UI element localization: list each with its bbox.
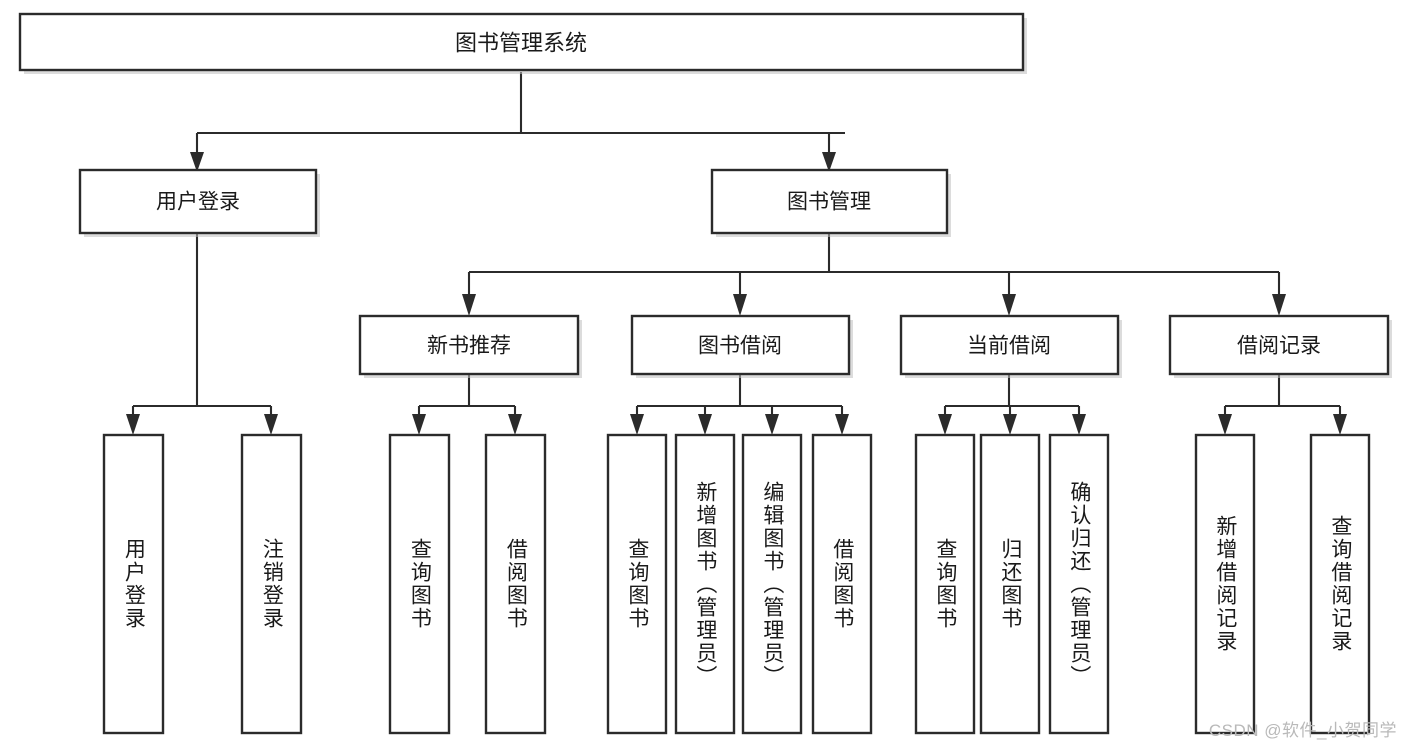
node-leaf-query-book-2-box[interactable] [606, 433, 668, 735]
arrow-leaf-edit-book [765, 414, 779, 435]
arrow-leaf-user-login [126, 414, 140, 435]
arrow-current-borrow [1002, 294, 1016, 316]
node-borrow-record[interactable]: 借阅记录 [1168, 314, 1392, 378]
node-new-book-recommend-label: 新书推荐 [427, 335, 511, 358]
node-book-management[interactable]: 图书管理 [710, 168, 951, 237]
node-book-borrow-box[interactable] [630, 314, 851, 376]
arrow-book-borrow [733, 294, 747, 316]
arrow-leaf-borrow-book-2 [835, 414, 849, 435]
arrow-book-management [822, 152, 836, 172]
node-leaf-edit-book-box[interactable] [741, 433, 803, 735]
node-leaf-query-book-1-box[interactable] [388, 433, 451, 735]
node-borrow-record-label: 借阅记录 [1237, 335, 1321, 358]
node-book-borrow[interactable]: 图书借阅 [630, 314, 853, 378]
node-user-login[interactable]: 用户登录 [78, 168, 320, 237]
arrow-user-login [190, 152, 204, 172]
arrow-leaf-return-book [1003, 414, 1017, 435]
node-current-borrow-box[interactable] [899, 314, 1120, 376]
node-leaf-user-login-box[interactable] [102, 433, 165, 735]
arrow-leaf-confirm-return [1072, 414, 1086, 435]
connector-edges [126, 72, 1347, 435]
arrow-new-book [462, 294, 476, 316]
arrow-leaf-add-record [1218, 414, 1232, 435]
node-leaf-confirm-return-box[interactable] [1048, 433, 1110, 735]
node-root-label: 图书管理系统 [455, 31, 587, 56]
node-user-login-label: 用户登录 [156, 191, 240, 214]
node-new-book-recommend[interactable]: 新书推荐 [358, 314, 582, 378]
node-leaf-logout-box[interactable] [240, 433, 303, 735]
node-leaf-query-book-3-box[interactable] [914, 433, 976, 735]
node-root[interactable]: 图书管理系统 [18, 12, 1027, 74]
node-leaf-return-book-box[interactable] [979, 433, 1041, 735]
node-borrow-record-box[interactable] [1168, 314, 1390, 376]
node-leaf-query-record-box[interactable] [1309, 433, 1371, 735]
arrow-leaf-add-book [698, 414, 712, 435]
node-new-book-recommend-box[interactable] [358, 314, 580, 376]
arrow-leaf-borrow-book-1 [508, 414, 522, 435]
arrow-leaf-query-book-3 [938, 414, 952, 435]
node-current-borrow[interactable]: 当前借阅 [899, 314, 1122, 378]
node-leaf-add-record-box[interactable] [1194, 433, 1256, 735]
arrow-borrow-record [1272, 294, 1286, 316]
node-leaf-add-book-box[interactable] [674, 433, 736, 735]
node-user-login-box[interactable] [78, 168, 318, 235]
node-leaf-borrow-book-1-box[interactable] [484, 433, 547, 735]
node-book-management-box[interactable] [710, 168, 949, 235]
arrow-leaf-query-record [1333, 414, 1347, 435]
node-current-borrow-label: 当前借阅 [967, 335, 1051, 358]
node-leaf-borrow-book-2-box[interactable] [811, 433, 873, 735]
node-book-borrow-label: 图书借阅 [698, 335, 782, 358]
arrow-leaf-query-book-1 [412, 414, 426, 435]
node-root-box[interactable] [18, 12, 1025, 72]
arrow-leaf-logout [264, 414, 278, 435]
watermark: CSDN @软件_小贺同学 [1208, 721, 1397, 740]
leaf-boxes [102, 433, 1371, 735]
arrow-leaf-query-book-2 [630, 414, 644, 435]
node-book-management-label: 图书管理 [787, 191, 871, 214]
